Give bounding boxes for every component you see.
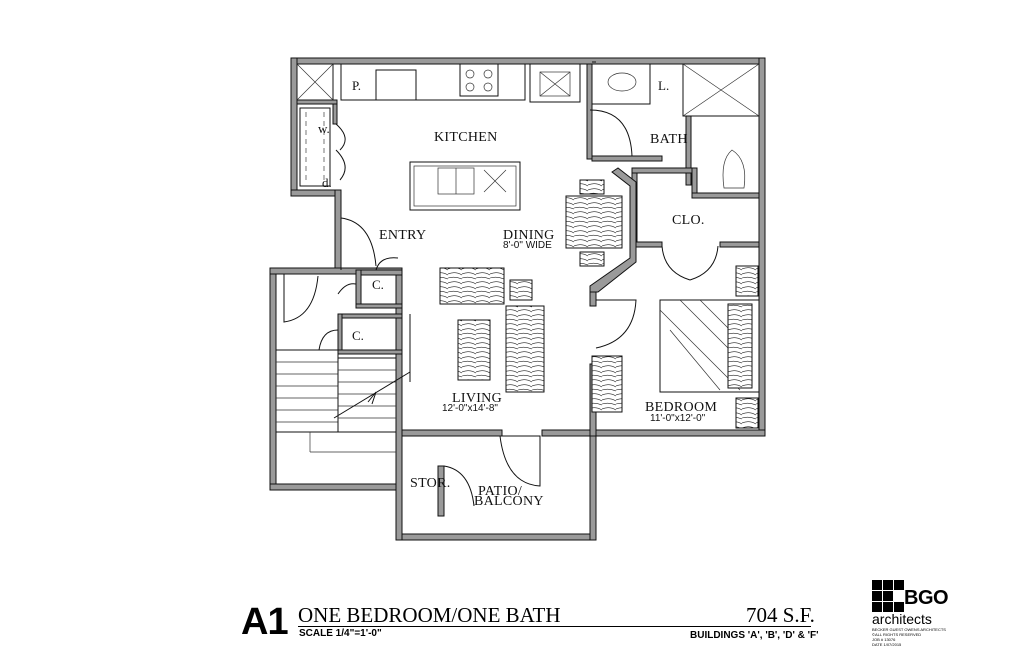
kitchen-counters: [296, 58, 581, 211]
dining-set: [565, 179, 623, 267]
kitchen-island: [409, 161, 521, 211]
architect-logo: BGO architects BECKER GUEST OWENS ARCHIT…: [872, 580, 972, 650]
label-dryer: d.: [322, 175, 332, 190]
unit-buildings: BUILDINGS 'A', 'B', 'D' & 'F': [690, 630, 819, 641]
dresser: [591, 355, 623, 413]
unit-code: A1: [241, 601, 289, 643]
label-coat-closet-1: C.: [372, 277, 384, 292]
cooktop: [459, 63, 499, 97]
vanity: [591, 63, 651, 105]
logo-grid-icon: [872, 580, 904, 612]
unit-area: 704 S.F.: [746, 603, 815, 627]
label-bath: BATH: [650, 132, 688, 147]
label-patio-line1: PATIO/: [478, 484, 522, 499]
bath-fixtures: [589, 63, 760, 189]
label-washer: w.: [318, 121, 330, 136]
label-kitchen: KITCHEN: [434, 130, 498, 145]
dining-table: [565, 195, 623, 249]
label-storage: STOR.: [410, 476, 451, 491]
label-living: LIVING: [452, 391, 502, 406]
label-entry: ENTRY: [379, 228, 426, 243]
sofa: [505, 305, 545, 393]
coffee-table: [457, 319, 491, 381]
label-living-dim: 12'-0"x14'-8": [442, 403, 498, 414]
label-linen: L.: [658, 78, 669, 93]
label-dining-dim: 8'-0" WIDE: [503, 240, 552, 251]
label-dining: DINING: [503, 228, 555, 243]
logo-wordmark: BGO: [904, 587, 949, 609]
room-labels: KITCHEN BATH ENTRY DINING 8'-0" WIDE CLO…: [318, 78, 717, 509]
stairs: [275, 349, 411, 491]
logo-subtitle: architects: [872, 611, 932, 627]
bedroom-furniture: [591, 265, 760, 437]
windows: [376, 57, 586, 541]
label-bedroom-dim: 11'-0"x12'-0": [650, 413, 706, 424]
title-rule: [298, 626, 811, 627]
label-closet: CLO.: [672, 213, 705, 228]
toilet-icon: [722, 149, 746, 189]
label-bedroom: BEDROOM: [645, 400, 717, 415]
label-patio-line2: BALCONY: [474, 494, 544, 509]
label-pantry: P.: [352, 78, 361, 93]
laundry: [299, 107, 346, 187]
loveseat: [439, 267, 505, 305]
living-furniture: [409, 267, 545, 393]
unit-name: ONE BEDROOM/ONE BATH: [298, 603, 561, 627]
doors: [283, 61, 719, 507]
label-coat-closet-2: C.: [352, 328, 364, 343]
logo-fine-print: BECKER GUEST OWENS ARCHITECTS ©ALL RIGHT…: [872, 627, 946, 647]
nightstand: [735, 265, 759, 297]
unit-scale: SCALE 1/4"=1'-0": [299, 628, 382, 639]
